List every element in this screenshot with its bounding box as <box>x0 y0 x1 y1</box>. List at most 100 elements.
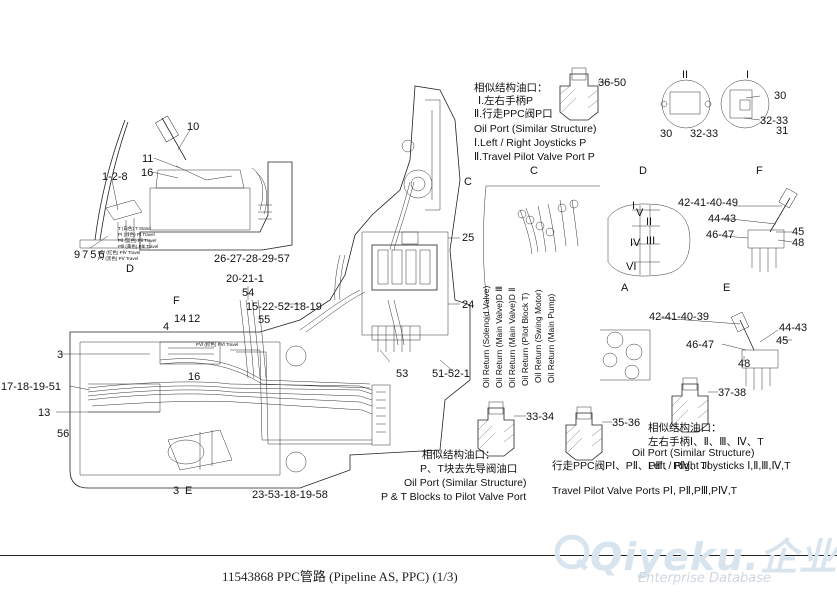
view-label: C <box>464 176 472 188</box>
part-label: 25 <box>462 232 474 244</box>
part-label: 48 <box>792 237 804 249</box>
part-label: 3 <box>173 485 179 497</box>
note-line: Oil Port (Similar Structure) <box>404 477 527 489</box>
note-line: 相似结构油口： <box>474 81 548 94</box>
port-section-35-36 <box>565 406 603 461</box>
part-label: 32-33 <box>690 128 718 140</box>
hose-tag: PⅤ (黑色) PⅤ Travel <box>98 255 138 262</box>
note-bottom-right: 相似结构油口： 左右手柄Ⅰ、Ⅱ、Ⅲ、Ⅳ、T 行走PPC阀PⅠ、PⅡ、PⅢ、PⅣ、… <box>552 421 791 497</box>
note-line: 相似结构油口： <box>422 448 496 461</box>
part-label: 42-41-40-49 <box>678 197 738 209</box>
part-label: 44-43 <box>708 213 736 225</box>
view-label: E <box>185 485 192 497</box>
port-label: I <box>632 200 635 212</box>
port-label: IV <box>630 237 641 249</box>
drawing-caption: 11543868 PPC管路 (Pipeline AS, PPC) (1/3) <box>222 569 458 584</box>
view-label: D <box>639 165 647 177</box>
part-label: 37-38 <box>718 387 746 399</box>
note-line: Travel Pilot Valve Ports PⅠ, PⅡ,PⅢ,PⅣ,T <box>552 485 738 497</box>
note-line: Oil Port (Similar Structure) <box>474 123 597 135</box>
part-label: 56 <box>57 428 69 440</box>
part-label: 23-53-18-19-58 <box>252 489 328 501</box>
port-label: III <box>646 235 655 247</box>
hose-bundles <box>87 181 415 445</box>
note-line: 左右手柄Ⅰ、Ⅱ、Ⅲ、Ⅳ、T <box>648 435 764 448</box>
part-label: 31 <box>776 125 788 137</box>
view-label: F <box>756 165 763 177</box>
hose-tag: PⅡ (蓝色) PⅡ Travel <box>118 237 156 243</box>
detail-i-ii <box>660 79 770 129</box>
part-label: 45 <box>792 226 804 238</box>
view-label: II <box>682 69 688 81</box>
part-label: 14 <box>174 313 186 325</box>
rotated-label: Oil Return (Main Pump) <box>546 294 556 383</box>
part-label: 10 <box>187 121 199 133</box>
part-label: 48 <box>738 358 750 370</box>
rotated-label: Oil Return (Solenoid Valve) <box>481 285 491 388</box>
port-section-37-38 <box>671 377 709 433</box>
part-label: 1-2-8 <box>102 171 128 183</box>
note-line: P & T Blocks to Pilot Valve Port <box>381 491 526 503</box>
watermark-brand: Qiyeku.企业库 <box>590 535 837 579</box>
note-line: 相似结构油口： <box>648 421 722 434</box>
port-section-36-50 <box>559 67 599 121</box>
part-label: 4 <box>163 321 169 333</box>
part-label: 26-27-28-29-57 <box>214 253 290 265</box>
note-line: Ⅰ.Left / Right Joysticks P <box>474 137 586 149</box>
port-section-33-34 <box>477 401 515 457</box>
hose-tag: PⅢ (黄色) PⅢ Travel <box>118 243 158 250</box>
part-label: 24 <box>462 299 474 311</box>
part-label: 13 <box>38 407 50 419</box>
hose-tag: PⅠ (绿色) PⅠ Travel <box>118 231 155 237</box>
part-label: 51-52-1 <box>432 368 470 380</box>
part-label: 36-50 <box>598 77 626 89</box>
detail-a <box>600 329 651 381</box>
part-label: 3 <box>57 349 63 361</box>
part-label: 46-47 <box>686 339 714 351</box>
note-line: Ⅱ.行走PPC阀P口 <box>474 107 553 120</box>
detail-f-joystick <box>747 187 798 272</box>
detail-c-return-lines <box>483 185 600 321</box>
rotated-label: Oil Return (Main Valve)D Ⅲ <box>494 286 504 388</box>
part-label: 33-34 <box>526 411 554 423</box>
part-label: 32-33 <box>760 115 788 127</box>
note-line: Ⅰ.左右手柄P <box>478 94 533 107</box>
view-label: A <box>621 282 629 294</box>
view-label: I <box>746 69 749 81</box>
port-label: VI <box>626 261 636 273</box>
part-label: 12 <box>188 313 200 325</box>
part-label: 35-36 <box>612 417 640 429</box>
upper-structure-outline <box>69 85 471 489</box>
note-line: 行走PPC阀PⅠ、PⅡ、PⅢ、PⅣ、TⅠ <box>552 459 710 472</box>
part-label: 54 <box>242 287 254 299</box>
watermark-tagline: Enterprise Database <box>638 571 772 586</box>
detail-e-joystick <box>730 311 779 390</box>
note-line: Left / Right Joysticks Ⅰ,Ⅱ,Ⅲ,Ⅳ,T <box>648 460 791 472</box>
rotated-label: Oil Return (Swing Motor) <box>533 289 543 383</box>
view-label: E <box>723 282 730 294</box>
port-label: II <box>646 216 652 228</box>
hose-tag: T (白色) T Stand <box>118 225 151 232</box>
note-line: Ⅱ.Travel Pilot Valve Port P <box>474 151 595 163</box>
part-label: 16 <box>188 371 200 383</box>
part-label: 17-18-19-51 <box>1 381 61 393</box>
part-label: 16 <box>141 167 153 179</box>
part-label: 42-41-40-39 <box>649 311 709 323</box>
watermark-logo-icon <box>554 534 590 571</box>
part-label: 15-22-52-18-19 <box>246 301 322 313</box>
part-label: 53 <box>396 368 408 380</box>
part-label: 30 <box>774 90 786 102</box>
part-label: 44-43 <box>779 322 807 334</box>
hose-tag: PⅥ (棕色) PⅥ Travel <box>196 341 238 348</box>
rotated-label: Oil Return (Main Valve)D Ⅱ <box>507 288 517 388</box>
return-line-labels: Oil Return (Solenoid Valve) Oil Return (… <box>481 285 556 388</box>
leader-lines <box>56 81 793 423</box>
port-label: V <box>636 207 644 219</box>
rotated-label: Oil Return (Pilot Block T) <box>520 292 530 386</box>
hose-tags: T (白色) T Stand PⅠ (绿色) PⅠ Travel PⅡ (蓝色)… <box>98 225 238 348</box>
part-label: 30 <box>660 128 672 140</box>
part-label: 9756 <box>74 249 106 261</box>
note-top-right: 相似结构油口： Ⅰ.左右手柄P Ⅱ.行走PPC阀P口 Oil Port (Sim… <box>474 81 597 163</box>
view-label: F <box>173 295 180 307</box>
